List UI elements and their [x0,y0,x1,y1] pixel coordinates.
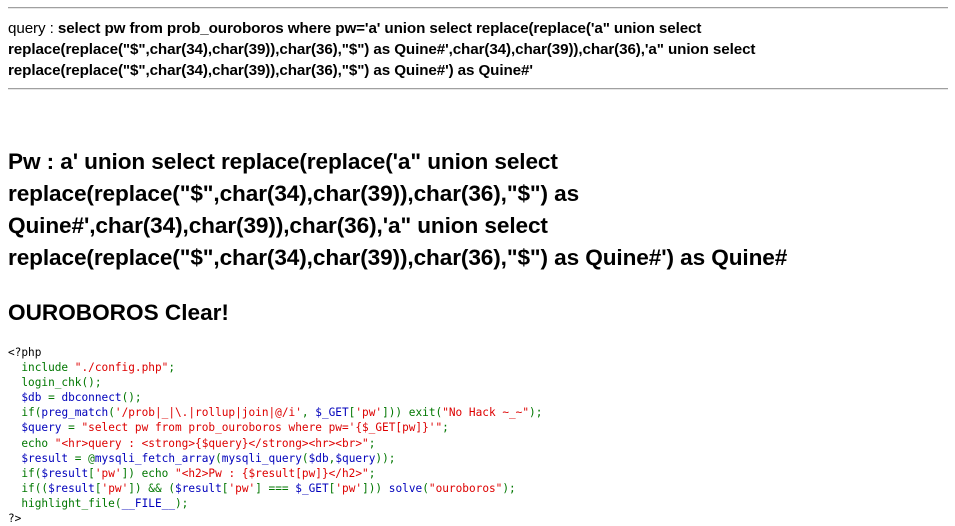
page-content: query : select pw from prob_ouroboros wh… [8,7,948,526]
source-token: , [328,451,336,465]
source-token: "No Hack ~_~" [442,406,530,420]
source-token: $result [41,466,89,480]
source-token: "<h2>Pw : {$result[pw]}</h2>" [175,466,369,480]
source-token: ( [422,481,429,495]
source-token: ( [215,451,222,465]
source-token: $result [175,481,222,495]
source-line: $db = dbconnect(); [8,390,948,405]
source-token: __FILE__ [121,496,175,510]
source-line: if(($result['pw']) && ($result['pw'] ===… [8,481,948,496]
source-token: preg_match [41,406,109,420]
source-token: 'pw' [94,466,122,480]
source-token: "<hr>query : <strong>{$query}</strong><h… [54,436,369,450]
source-token: ]) && ( [128,481,176,495]
source-token: ; [368,466,376,480]
line-break-spacer [8,90,948,146]
source-token: $query [8,421,69,435]
source-token: $_GET [295,481,329,495]
bottom-divider [8,88,948,90]
source-token: ?> [8,512,22,526]
source-token: include [8,361,75,375]
source-token: ); [502,481,516,495]
source-token: $db [8,391,49,405]
source-token: [ [88,466,95,480]
query-output: query : select pw from prob_ouroboros wh… [8,9,948,88]
source-token: [ [328,481,336,495]
source-token: login_chk [8,376,82,390]
source-token: = [68,421,82,435]
query-label: query : [8,20,58,37]
source-token: highlight_file [8,496,115,510]
source-line: $query = "select pw from prob_ouroboros … [8,420,948,435]
source-token: <?php [8,346,42,359]
pw-value: a' union select replace(replace('a" unio… [8,149,788,270]
source-token: = @ [74,451,95,465]
source-token: solve [388,481,423,495]
source-token: [ [348,406,356,420]
source-token: ); [529,406,543,420]
pw-result-heading: Pw : a' union select replace(replace('a"… [8,146,948,274]
source-token: ])) exit( [382,406,443,420]
source-token: ]) echo [121,466,176,480]
source-line: $result = @mysqli_fetch_array(mysqli_que… [8,451,948,466]
source-token: (); [121,391,142,405]
source-token: 'pw' [335,481,363,495]
source-token: $result [8,451,75,465]
source-line: echo "<hr>query : <strong>{$query}</stro… [8,436,948,451]
source-token: ( [108,406,115,420]
query-text: select pw from prob_ouroboros where pw='… [8,20,756,79]
source-token: "./config.php" [74,361,169,375]
source-line: if($result['pw']) echo "<h2>Pw : {$resul… [8,466,948,481]
source-token: ] === [255,481,296,495]
source-token: if(( [8,481,49,495]
top-divider [8,7,948,9]
source-token: ); [175,496,189,510]
source-token: "select pw from prob_ouroboros where pw=… [81,421,443,435]
source-token: [ [221,481,229,495]
source-token: '/prob|_|\.|rollup|join|@/i' [114,406,302,420]
source-token: (); [81,376,102,390]
source-token: , [301,406,316,420]
source-token: mysqli_query [221,451,302,465]
pw-label: Pw : [8,149,61,174]
source-line: <?php [8,345,948,360]
source-token: [ [94,481,102,495]
source-token: $query [335,451,376,465]
source-token: 'pw' [355,406,383,420]
source-token: 'pw' [101,481,129,495]
source-line: ?> [8,511,948,526]
source-line: if(preg_match('/prob|_|\.|rollup|join|@/… [8,405,948,420]
source-token: ; [368,436,376,450]
highlighted-source-code: <?php include "./config.php"; login_chk(… [8,345,948,526]
source-token: echo [8,436,55,450]
source-token: $_GET [315,406,349,420]
source-token: ; [168,361,175,375]
source-line: include "./config.php"; [8,360,948,375]
source-token: ; [442,421,449,435]
source-token: dbconnect [61,391,122,405]
source-token: ])) [362,481,389,495]
source-token: ( [301,451,309,465]
source-token: = [48,391,62,405]
source-token: $result [48,481,95,495]
source-token: "ouroboros" [428,481,503,495]
clear-message: OUROBOROS Clear! [8,300,229,325]
source-token: if( [8,406,42,420]
source-token: )); [375,451,396,465]
source-token: ( [114,496,122,510]
source-token: $db [308,451,329,465]
source-line: login_chk(); [8,375,948,390]
source-token: if( [8,466,42,480]
source-line: highlight_file(__FILE__); [8,496,948,511]
source-token: 'pw' [228,481,256,495]
source-token: mysqli_fetch_array [94,451,216,465]
